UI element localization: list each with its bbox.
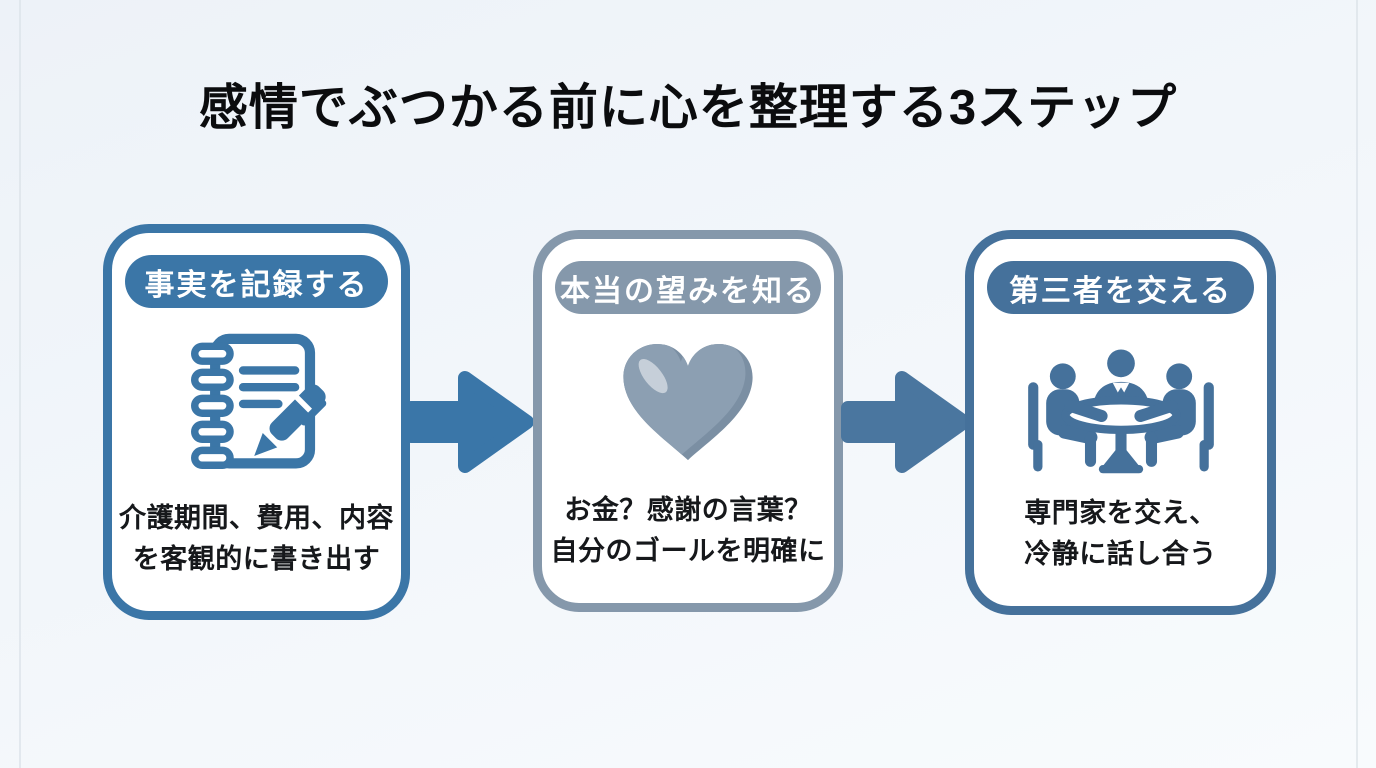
step-card-know-true-wish: 本当の望みを知る お金？感謝の言葉？ 自分のゴールを明確に [533, 230, 843, 612]
left-edge-line [19, 0, 21, 768]
heart-icon [542, 314, 834, 490]
step-card-record-facts: 事実を記録する [103, 224, 410, 620]
notebook-pen-icon [112, 308, 401, 498]
step3-description: 専門家を交え、 冷静に話し合う [1024, 498, 1217, 569]
step2-description: お金？感謝の言葉？ 自分のゴールを明確に [550, 495, 826, 566]
people-meeting-icon [974, 314, 1267, 493]
page-title: 感情でぶつかる前に心を整理する3ステップ [198, 81, 1178, 135]
right-arrow-icon [404, 371, 534, 473]
right-arrow-icon [841, 371, 971, 473]
step3-header-badge: 第三者を交える [987, 261, 1254, 314]
step2-header-badge: 本当の望みを知る [555, 261, 821, 314]
step1-description: 介護期間、費用、内容 を客観的に書き出す [119, 503, 394, 574]
step1-header-badge: 事実を記録する [125, 255, 388, 308]
step-card-involve-third-party: 第三者を交える [965, 230, 1276, 615]
right-edge-line [1356, 0, 1358, 768]
